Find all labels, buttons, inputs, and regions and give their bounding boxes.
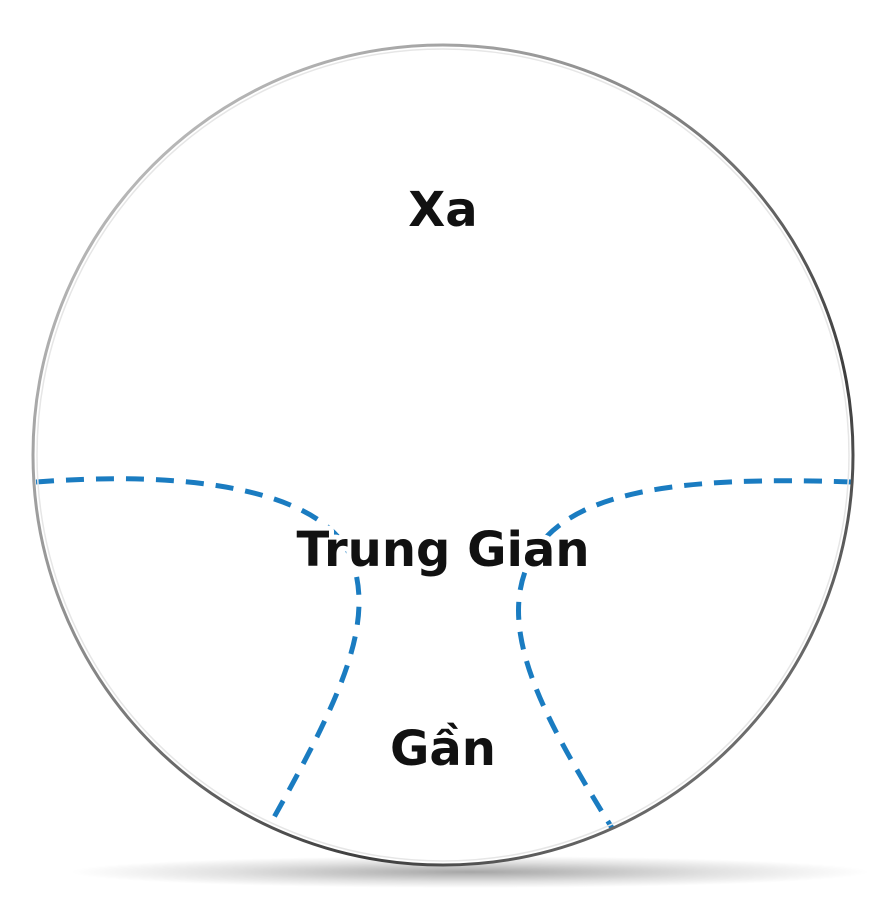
right-intermediate-boundary	[516, 478, 853, 830]
lens-edge-inner-highlight	[36, 48, 850, 862]
left-intermediate-boundary	[35, 476, 362, 830]
zone-label-intermediate: Trung Gian	[297, 522, 590, 578]
lens-edge	[31, 43, 855, 867]
lens-shadow	[70, 856, 870, 888]
zone-dividers	[35, 476, 853, 830]
lens-body	[33, 45, 853, 865]
zone-label-near: Gần	[390, 721, 496, 777]
zone-label-far: Xa	[408, 182, 477, 238]
